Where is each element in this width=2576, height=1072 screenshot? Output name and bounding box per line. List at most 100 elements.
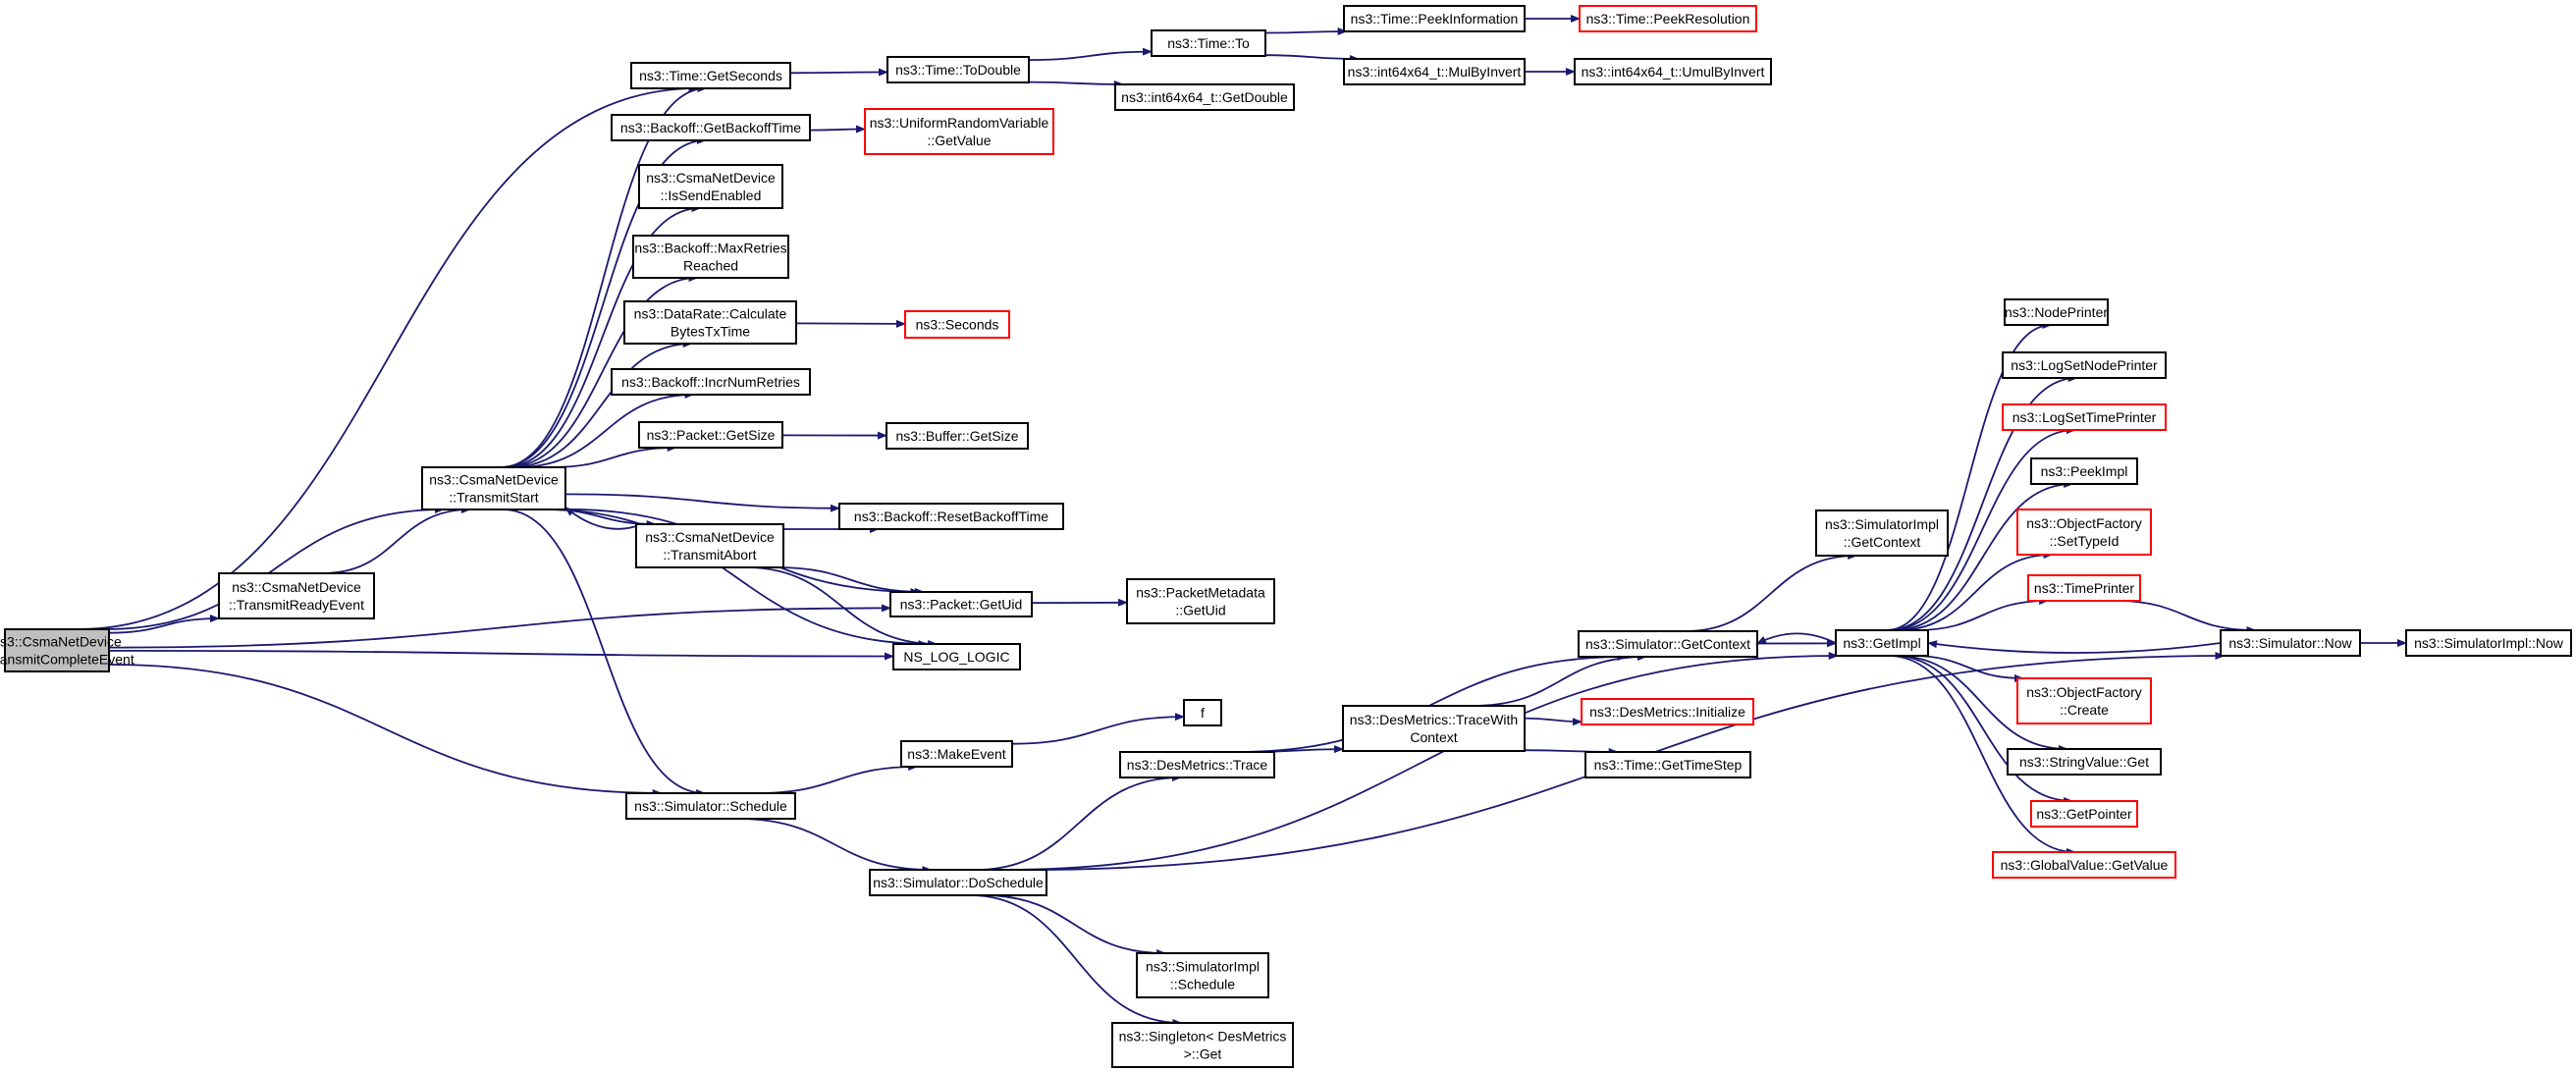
node-box[interactable] [864,108,1054,155]
node-box[interactable] [1574,58,1772,85]
node-box[interactable] [4,628,110,672]
node-uniformGetValue[interactable]: ns3::UniformRandomVariable::GetValue [864,108,1054,155]
node-transmitReady[interactable]: ns3::CsmaNetDevice::TransmitReadyEvent [218,572,375,619]
node-makeEvent[interactable]: ns3::MakeEvent [900,740,1013,768]
node-int64GetDouble[interactable]: ns3::int64x64_t::GetDouble [1114,83,1295,111]
node-box[interactable] [2002,403,2167,431]
node-box[interactable] [869,869,1047,896]
node-box[interactable] [421,466,566,510]
node-nodePrinter[interactable]: ns3::NodePrinter [2004,298,2109,326]
node-singletonGet[interactable]: ns3::Singleton< DesMetrics >::Get [1111,1022,1294,1068]
node-box[interactable] [2002,351,2167,379]
node-box[interactable] [635,523,784,568]
node-bufferGetSize[interactable]: ns3::Buffer::GetSize [886,422,1029,450]
node-getImpl[interactable]: ns3::GetImpl [1835,629,1929,657]
node-packetGetUid[interactable]: ns3::Packet::GetUid [889,591,1033,617]
node-box[interactable] [2030,800,2138,828]
node-implSchedule[interactable]: ns3::SimulatorImpl::Schedule [1136,952,1269,998]
node-box[interactable] [2016,677,2152,724]
node-timeTo[interactable]: ns3::Time::To [1151,29,1266,57]
node-box[interactable] [1343,58,1526,85]
node-box[interactable] [1992,851,2176,879]
node-box[interactable] [218,572,375,619]
node-box[interactable] [1126,578,1275,624]
node-transmitStart[interactable]: ns3::CsmaNetDevice::TransmitStart [421,466,566,510]
node-box[interactable] [1815,509,1949,557]
node-root[interactable]: ns3::CsmaNetDevice::TransmitCompleteEven… [0,628,134,672]
node-box[interactable] [1151,29,1266,57]
node-box[interactable] [2016,509,2152,556]
node-box[interactable] [1119,751,1275,778]
node-stringValueGet[interactable]: ns3::StringValue::Get [2007,748,2162,776]
node-metaGetUid[interactable]: ns3::PacketMetadata::GetUid [1126,578,1275,624]
node-box[interactable] [1342,705,1526,752]
node-box[interactable] [1183,699,1222,726]
node-isSendEnabled[interactable]: ns3::CsmaNetDevice::IsSendEnabled [638,164,783,209]
node-box[interactable] [1835,629,1929,657]
node-peekRes[interactable]: ns3::Time::PeekResolution [1579,5,1757,32]
node-box[interactable] [1579,5,1757,32]
node-box[interactable] [889,591,1033,617]
node-box[interactable] [886,56,1030,83]
node-box[interactable] [2004,298,2109,326]
node-implNow[interactable]: ns3::SimulatorImpl::Now [2405,629,2572,657]
node-box[interactable] [638,164,783,209]
node-getSeconds[interactable]: ns3::Time::GetSeconds [630,62,791,89]
node-box[interactable] [1111,1022,1294,1068]
node-seconds[interactable]: ns3::Seconds [904,310,1010,339]
node-box[interactable] [838,503,1064,530]
node-doSchedule[interactable]: ns3::Simulator::DoSchedule [869,869,1047,896]
node-box[interactable] [1136,952,1269,998]
node-desInit[interactable]: ns3::DesMetrics::Initialize [1581,698,1754,725]
node-timeStep[interactable]: ns3::Time::GetTimeStep [1584,751,1751,778]
node-box[interactable] [886,422,1029,450]
node-simNow[interactable]: ns3::Simulator::Now [2220,629,2361,657]
node-box[interactable] [2405,629,2572,657]
node-timePrinter[interactable]: ns3::TimePrinter [2027,574,2141,602]
node-box[interactable] [638,421,783,449]
node-nsLogLogic[interactable]: NS_LOG_LOGIC [892,643,1021,670]
node-box[interactable] [611,114,811,141]
node-box[interactable] [892,643,1021,670]
node-mulByInvert[interactable]: ns3::int64x64_t::MulByInvert [1343,58,1526,85]
node-box[interactable] [900,740,1013,768]
node-fNode[interactable]: f [1183,699,1222,726]
node-desTrace[interactable]: ns3::DesMetrics::Trace [1119,751,1275,778]
node-simSchedule[interactable]: ns3::Simulator::Schedule [625,792,796,820]
node-box[interactable] [1584,751,1751,778]
node-box[interactable] [630,62,791,89]
node-simGetContext[interactable]: ns3::Simulator::GetContext [1578,630,1758,658]
node-getPointer[interactable]: ns3::GetPointer [2030,800,2138,828]
node-peekImpl[interactable]: ns3::PeekImpl [2030,457,2138,485]
node-timeToDouble[interactable]: ns3::Time::ToDouble [886,56,1030,83]
node-globalValueGet[interactable]: ns3::GlobalValue::GetValue [1992,851,2176,879]
node-box[interactable] [2220,629,2361,657]
node-incrNumRetries[interactable]: ns3::Backoff::IncrNumRetries [611,368,811,396]
node-objFactorySetTypeId[interactable]: ns3::ObjectFactory::SetTypeId [2016,509,2152,556]
node-umulByInvert[interactable]: ns3::int64x64_t::UmulByInvert [1574,58,1772,85]
node-peekInfo[interactable]: ns3::Time::PeekInformation [1343,5,1526,32]
node-box[interactable] [611,368,811,396]
node-packetGetSize[interactable]: ns3::Packet::GetSize [638,421,783,449]
node-logSetNodePrinter[interactable]: ns3::LogSetNodePrinter [2002,351,2167,379]
node-logSetTimePrinter[interactable]: ns3::LogSetTimePrinter [2002,403,2167,431]
node-implGetContext[interactable]: ns3::SimulatorImpl::GetContext [1815,509,1949,557]
node-box[interactable] [623,300,797,345]
node-box[interactable] [2027,574,2141,602]
node-box[interactable] [1114,83,1295,111]
node-box[interactable] [2007,748,2162,776]
node-box[interactable] [1343,5,1526,32]
node-box[interactable] [1578,630,1758,658]
node-objFactoryCreate[interactable]: ns3::ObjectFactory::Create [2016,677,2152,724]
node-box[interactable] [2030,457,2138,485]
node-box[interactable] [632,235,789,279]
node-box[interactable] [1581,698,1754,725]
node-box[interactable] [904,310,1010,339]
node-resetBackoff[interactable]: ns3::Backoff::ResetBackoffTime [838,503,1064,530]
node-getBackoffTime[interactable]: ns3::Backoff::GetBackoffTime [611,114,811,141]
node-box[interactable] [625,792,796,820]
node-transmitAbort[interactable]: ns3::CsmaNetDevice::TransmitAbort [635,523,784,568]
